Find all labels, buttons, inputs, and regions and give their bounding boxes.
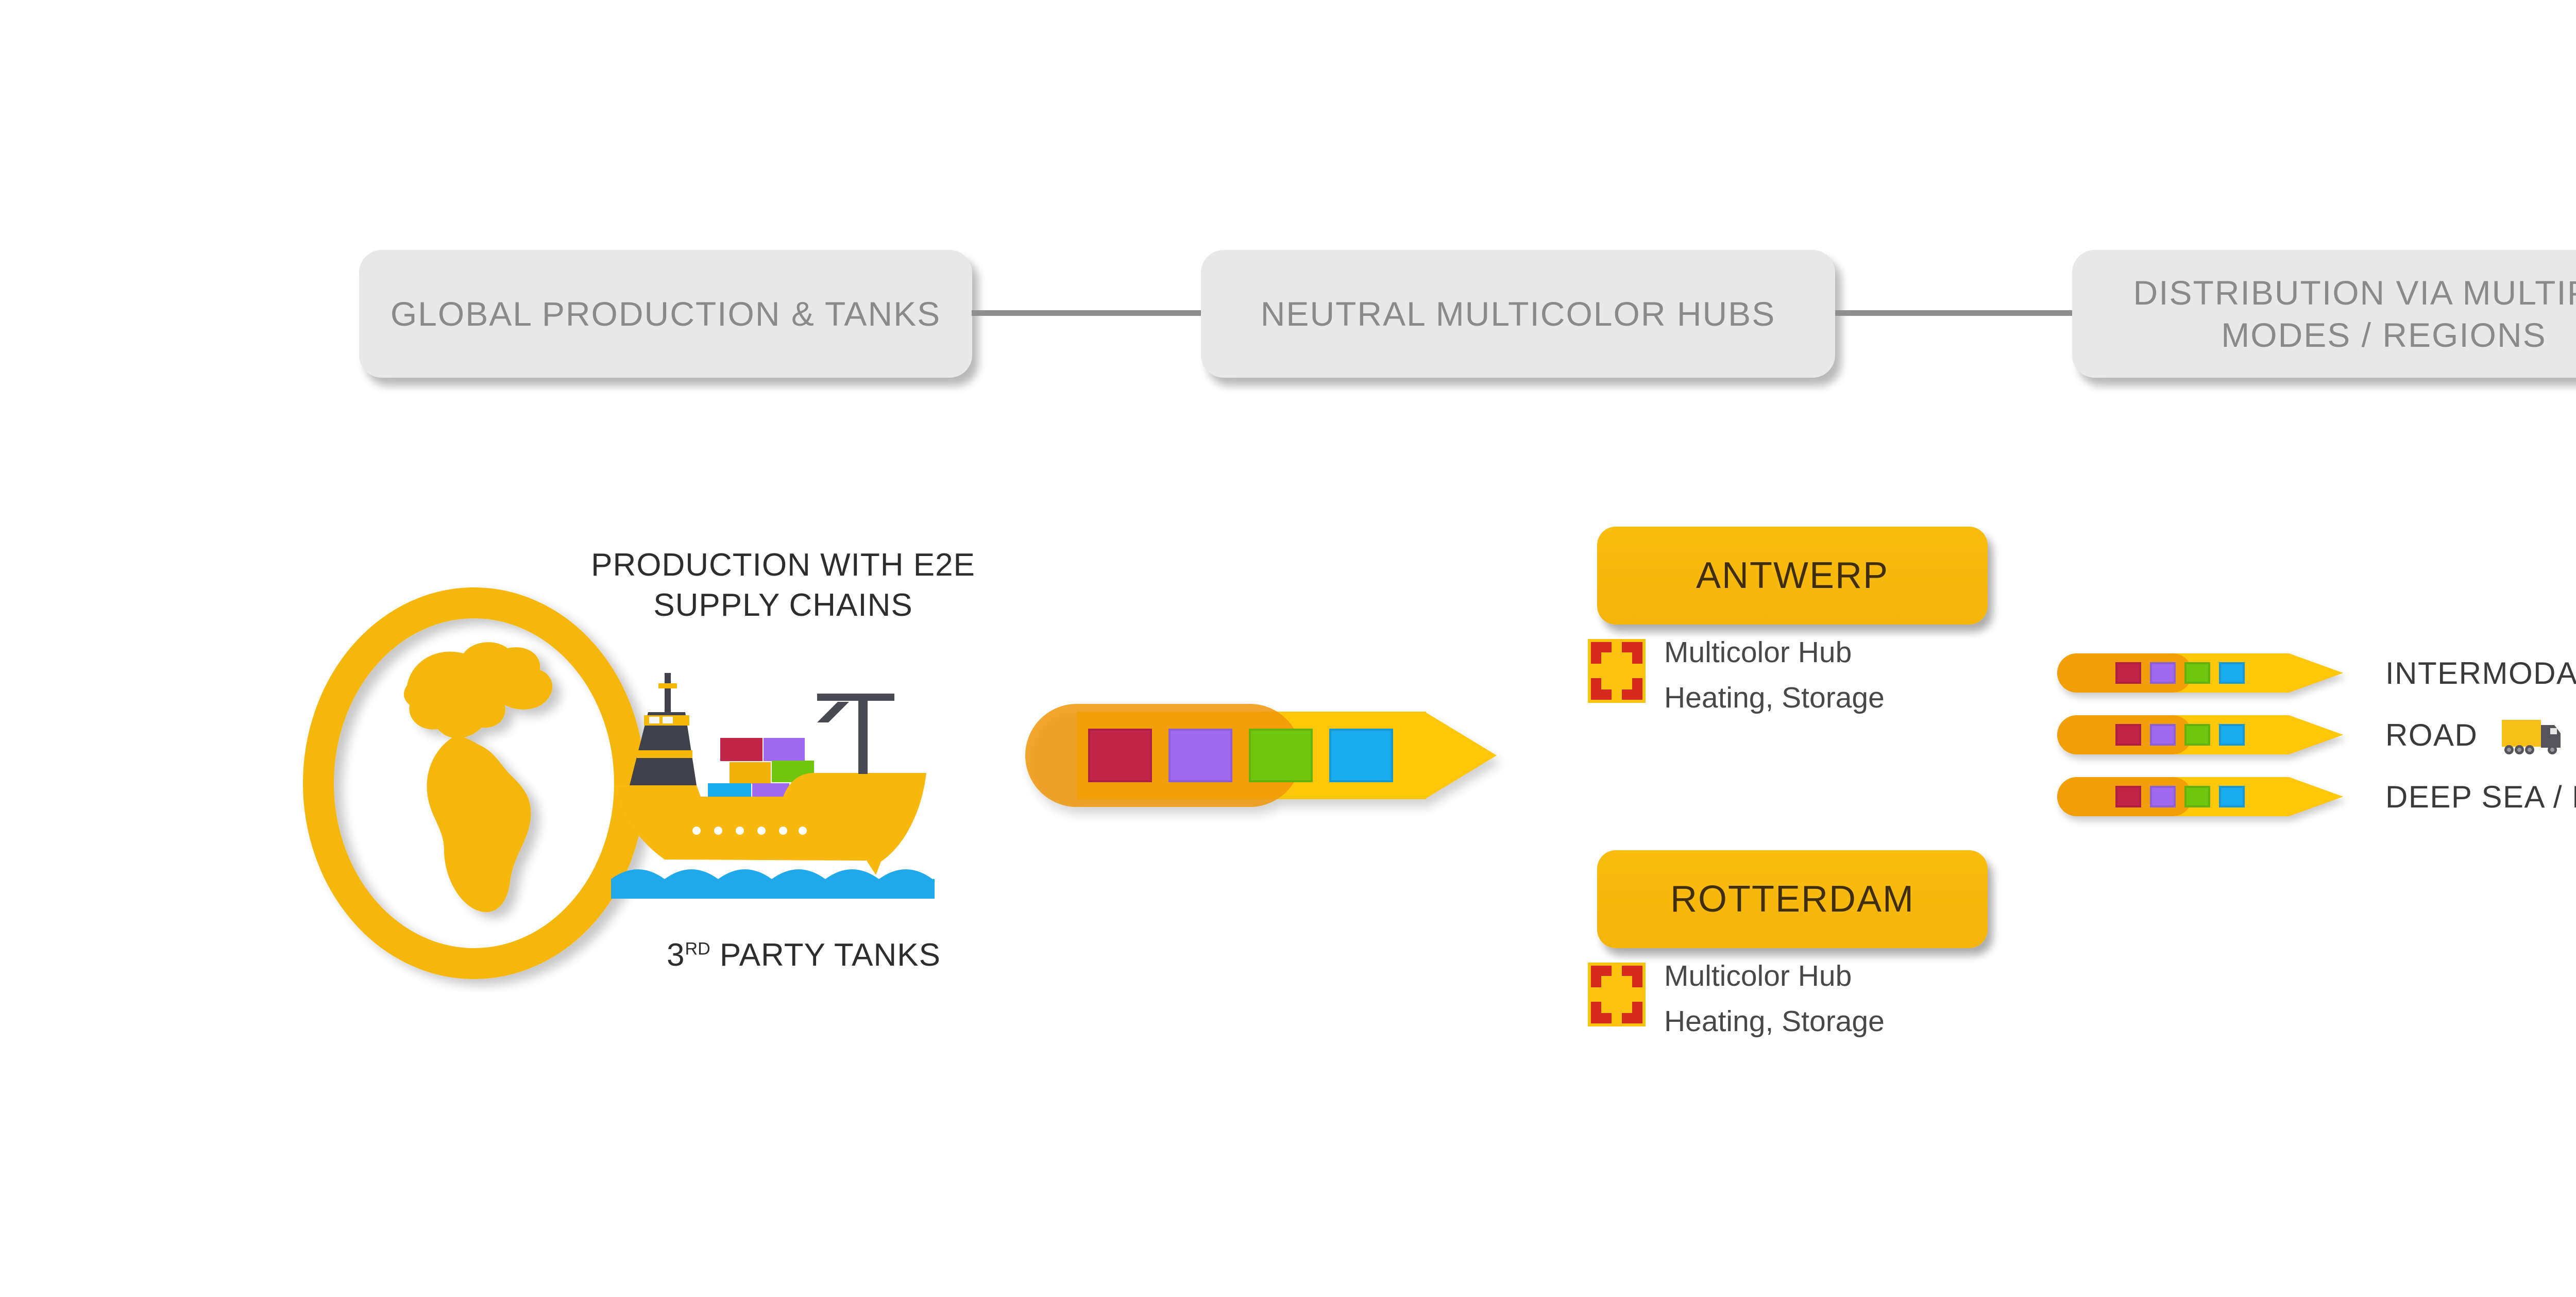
multicolor-square <box>2184 662 2210 684</box>
mode-row-deepsea: DEEP SEA / BARGE <box>2385 777 2576 816</box>
multicolor-square <box>1249 729 1313 782</box>
multicolor-squares <box>2115 724 2245 746</box>
globe-cargo-ship-icon <box>303 587 935 979</box>
hub-inbound-flow-arrow <box>1025 704 1504 807</box>
multicolor-squares <box>2115 662 2245 684</box>
hub-services: Multicolor Hub Heating, Storage <box>1664 636 1885 714</box>
multicolor-hub-icon <box>1588 639 1646 703</box>
multicolor-square <box>1329 729 1393 782</box>
truck-icon <box>2502 719 2561 754</box>
multicolor-square <box>2115 662 2141 684</box>
stage-label: GLOBAL PRODUCTION & TANKS <box>390 295 941 333</box>
multicolor-square <box>1088 729 1152 782</box>
stage-label: NEUTRAL MULTICOLOR HUBS <box>1260 295 1776 333</box>
multicolor-square <box>1168 729 1232 782</box>
stage-box-neutral-hubs: NEUTRAL MULTICOLOR HUBS <box>1201 250 1835 378</box>
third-party-tanks-caption: 3RD PARTY TANKS <box>666 937 941 973</box>
multicolor-square <box>2115 786 2141 807</box>
hub-services: Multicolor Hub Heating, Storage <box>1664 959 1885 1038</box>
multicolor-squares <box>1088 729 1393 782</box>
multicolor-square <box>2184 786 2210 807</box>
hub-name: ANTWERP <box>1696 555 1889 596</box>
stage-box-global-production: GLOBAL PRODUCTION & TANKS <box>359 250 972 378</box>
multicolor-square <box>2219 662 2245 684</box>
multicolor-square <box>2150 662 2176 684</box>
distribution-arrow-intermodal <box>2057 653 2353 693</box>
distribution-arrow-road <box>2057 715 2353 754</box>
stage-label: DISTRIBUTION VIA MULTIPLE MODES / REGION… <box>2133 274 2576 354</box>
stage-connector-line <box>1835 310 2073 316</box>
hub-badge-rotterdam: ROTTERDAM <box>1597 850 1988 948</box>
mode-label: ROAD <box>2385 717 2478 752</box>
multicolor-hub-icon <box>1588 963 1646 1026</box>
multicolor-square <box>2150 724 2176 746</box>
mode-row-intermodal: INTERMODAL <box>2385 653 2576 693</box>
production-caption: PRODUCTION WITH E2E SUPPLY CHAINS <box>591 547 975 623</box>
multicolor-square <box>2115 724 2141 746</box>
mode-row-road: ROAD <box>2385 715 2565 754</box>
stage-box-distribution: DISTRIBUTION VIA MULTIPLE MODES / REGION… <box>2072 250 2576 378</box>
multicolor-square <box>2219 724 2245 746</box>
multicolor-square <box>2184 724 2210 746</box>
mode-label: DEEP SEA / BARGE <box>2385 779 2576 814</box>
arrow-tip <box>1425 712 1497 799</box>
multicolor-squares <box>2115 786 2245 807</box>
stage-connector-line <box>972 310 1202 316</box>
mode-label: INTERMODAL <box>2385 655 2576 690</box>
hub-badge-antwerp: ANTWERP <box>1597 527 1988 625</box>
multicolor-square <box>2219 786 2245 807</box>
multicolor-square <box>2150 786 2176 807</box>
hub-name: ROTTERDAM <box>1670 879 1914 920</box>
distribution-arrow-deepsea <box>2057 777 2353 816</box>
